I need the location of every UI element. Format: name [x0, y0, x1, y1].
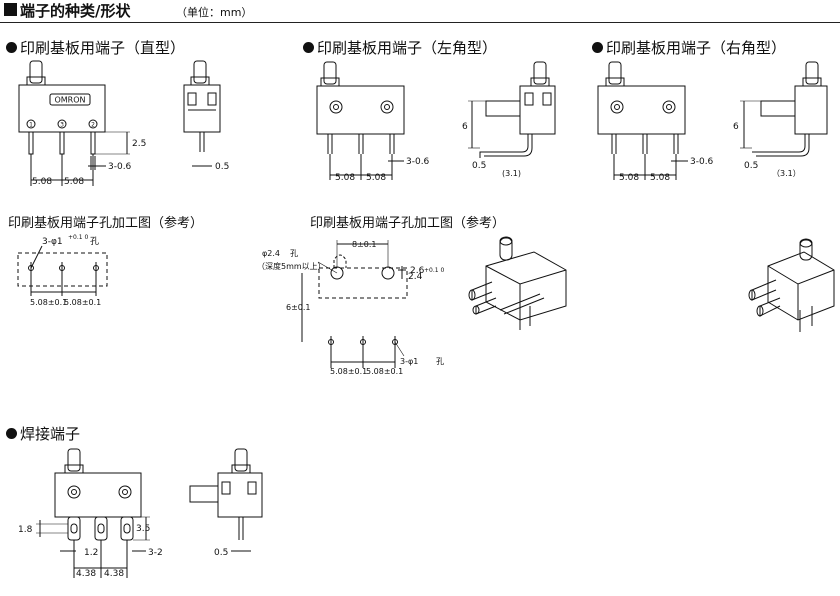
dim-pitch-tol: 5.08±0.1: [366, 367, 403, 376]
hole-drawing-1: 3-φ1 +0.1 0 孔 5.08±0.1 5.08±0.1: [17, 234, 108, 307]
bullet-icon: [6, 428, 17, 439]
dim-hole-suffix: 孔: [290, 249, 298, 258]
dim-hole-suffix: 孔: [436, 357, 444, 366]
dim-hole-diameter: 3-φ1: [400, 357, 418, 366]
dim-pitch-tol: 5.08±0.1: [330, 367, 367, 376]
terminal-number: 3: [60, 122, 64, 129]
caption-hole-drawing-1: 印刷基板用端子孔加工图（参考）: [8, 216, 204, 231]
section-title: 印刷基板用端子（右角型）: [606, 39, 787, 57]
section-title: 印刷基板用端子（直型）: [20, 39, 186, 57]
dim-hole-diameter: 3-φ1: [42, 237, 63, 247]
dim-2-4-tol: +0.1 0: [424, 267, 444, 274]
dim-2-6: 2.6: [410, 266, 425, 276]
brand-logo: OMRON: [54, 96, 85, 105]
dim-pin-width: 3-0.6: [690, 157, 714, 167]
section-pcb-right: 印刷基板用端子（右角型）: [592, 37, 786, 58]
dim-bend: (3.1): [502, 169, 521, 178]
solder-front-view: 1.8 3.5 1.2 3-2 4.38 4.38: [18, 448, 163, 579]
bullet-icon: [303, 42, 314, 53]
dim-pin-width: 3-0.6: [108, 162, 132, 172]
dim-pitch: 5.08: [335, 173, 355, 183]
dim-6-tol: 6±0.1: [286, 303, 311, 312]
dim-pitch: 5.08: [64, 177, 84, 187]
dim-height: 6: [462, 122, 468, 132]
section-title: 印刷基板用端子（左角型）: [317, 39, 498, 57]
dim-pin-thickness: 0.5: [215, 162, 229, 172]
dim-pitch-tol: 5.08±0.1: [30, 298, 67, 307]
terminal-number: 1: [29, 122, 33, 129]
dim-span: 8±0.1: [352, 240, 377, 249]
isometric-switch-left: [468, 236, 567, 330]
dim-pitch: 5.08: [650, 173, 670, 183]
brand-badge: [49, 93, 91, 106]
dim-bend: （3.1）: [772, 169, 801, 178]
section-solder: 焊接端子: [6, 423, 80, 444]
terminal-number: 2: [91, 122, 95, 129]
caption-hole-drawing-2: 印刷基板用端子孔加工图（参考）: [310, 216, 506, 231]
bullet-icon: [6, 42, 17, 53]
dim-pin-width: 3-0.6: [406, 157, 430, 167]
hole-drawing-2: 8±0.1 2.6 2.4 +0.1 0 6±0.1 5.08±0.1 5.08…: [257, 240, 444, 376]
dim-pin-thickness: 0.5: [744, 161, 758, 171]
dim-4-38: 4.38: [76, 569, 96, 579]
left-angle-side-view: 6 0.5 (3.1): [462, 61, 556, 178]
dim-pin-thickness: 0.5: [472, 161, 486, 171]
dim-pitch: 5.08: [366, 173, 386, 183]
dim-hole-tolerance: +0.1 0: [68, 234, 88, 241]
dim-4-38: 4.38: [104, 569, 124, 579]
dim-height: 6: [733, 122, 739, 132]
right-angle-side-view: 6 0.5 （3.1）: [733, 61, 828, 178]
page-title: 端子的种类/形状: [20, 2, 131, 20]
unit-note: （单位：mm）: [176, 6, 253, 19]
right-angle-front-view: 5.08 5.08 3-0.6: [597, 61, 714, 183]
section-pcb-left: 印刷基板用端子（左角型）: [303, 37, 497, 58]
dim-big-hole-note: （深度5mm以上）: [257, 261, 326, 271]
dim-3-2: 3-2: [148, 548, 163, 558]
straight-front-view: OMRON 1 3 2 5.08 5.08 2.5 3-0.6: [18, 60, 146, 187]
dim-pitch-tol: 5.08±0.1: [64, 298, 101, 307]
section-pcb-straight: 印刷基板用端子（直型）: [6, 37, 185, 58]
dim-pitch: 5.08: [619, 173, 639, 183]
square-bullet-icon: [4, 3, 17, 16]
dim-hole-suffix: 孔: [90, 236, 99, 247]
dim-2-4: 2.4: [408, 272, 423, 282]
left-angle-front-view: 5.08 5.08 3-0.6: [316, 61, 430, 183]
page-header: 端子的种类/形状 （单位：mm）: [0, 0, 840, 23]
dim-pin-length: 2.5: [132, 139, 146, 149]
solder-side-view: 0.5: [189, 448, 263, 558]
straight-side-view: 0.5: [183, 60, 229, 172]
dim-3-5: 3.5: [136, 524, 150, 534]
isometric-switch-right: [748, 238, 835, 332]
dim-1-2: 1.2: [84, 548, 98, 558]
dim-1-8: 1.8: [18, 525, 33, 535]
bullet-icon: [592, 42, 603, 53]
dim-pitch: 5.08: [32, 177, 52, 187]
section-title: 焊接端子: [20, 425, 81, 443]
dim-0-5: 0.5: [214, 548, 228, 558]
dim-big-hole: φ2.4: [262, 249, 280, 258]
